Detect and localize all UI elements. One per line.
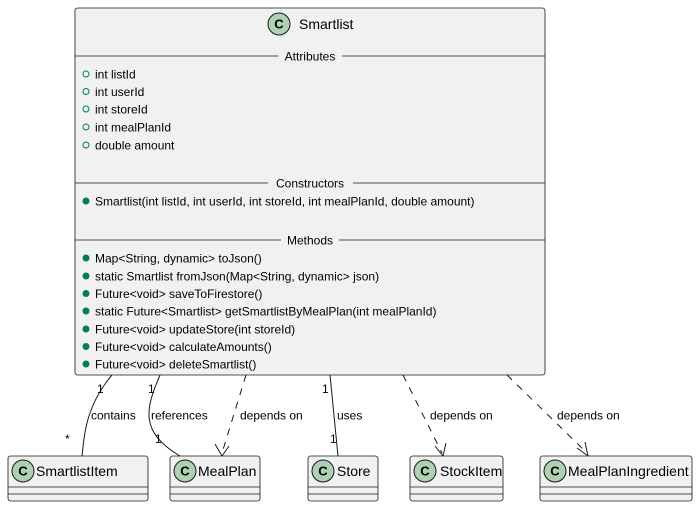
attributes-section-title: Attributes — [285, 50, 336, 64]
class-name: MealPlan — [198, 463, 256, 479]
method-text: static Future<Smartlist> getSmartlistByM… — [95, 305, 436, 319]
relation-label: depends on — [240, 409, 303, 423]
class-stereotype-letter: C — [318, 464, 328, 479]
method-row: Map<String, dynamic> toJson() — [82, 252, 262, 266]
arrow-head-icon — [576, 441, 589, 458]
relation-label: references — [151, 409, 208, 423]
class-stereotype-letter: C — [274, 17, 284, 32]
attribute-text: int mealPlanId — [95, 121, 171, 135]
class-store[interactable]: C Store — [307, 455, 379, 502]
relation-line — [402, 374, 443, 454]
public-visibility-icon — [82, 197, 90, 205]
attribute-text: double amount — [95, 139, 175, 153]
public-visibility-icon — [82, 105, 90, 113]
relation-uses: 1 uses 1 — [322, 374, 362, 457]
class-mealplaningredient[interactable]: C MealPlanIngredient — [539, 455, 693, 502]
class-stockitem[interactable]: C StockItem — [409, 455, 504, 502]
arrow-head-icon — [434, 442, 447, 458]
public-visibility-icon — [82, 70, 90, 78]
class-stereotype-icon — [543, 459, 567, 483]
method-text: Map<String, dynamic> toJson() — [95, 252, 262, 266]
relation-line — [506, 374, 588, 454]
relation-contains: 1 contains * — [65, 374, 136, 457]
attribute-row: int storeId — [82, 103, 148, 117]
public-visibility-icon — [82, 290, 90, 297]
public-visibility-icon — [82, 307, 90, 315]
method-row: Future<void> saveToFirestore() — [82, 287, 262, 301]
target-multiplicity: * — [65, 432, 70, 446]
public-visibility-icon — [82, 88, 90, 95]
method-row: static Smartlist fromJson(Map<String, dy… — [82, 270, 379, 284]
constructors-section-title: Constructors — [276, 177, 344, 191]
constructor-text: Smartlist(int listId, int userId, int st… — [95, 195, 475, 209]
class-stereotype-icon — [311, 459, 335, 483]
source-multiplicity: 1 — [322, 382, 329, 396]
constructor-row: Smartlist(int listId, int userId, int st… — [82, 195, 475, 209]
public-visibility-icon — [82, 272, 90, 280]
public-visibility-icon — [82, 141, 90, 149]
method-text: Future<void> saveToFirestore() — [95, 287, 262, 301]
target-multiplicity: 1 — [330, 432, 337, 446]
class-stereotype-letter: C — [180, 464, 190, 479]
method-row: Future<void> calculateAmounts() — [82, 340, 272, 354]
class-stereotype-icon — [173, 459, 197, 483]
attribute-text: int listId — [95, 68, 136, 82]
class-box — [539, 455, 693, 502]
class-name: Store — [337, 463, 371, 479]
class-name: MealPlanIngredient — [568, 463, 689, 479]
attribute-text: int userId — [95, 85, 144, 99]
method-text: Future<void> updateStore(int storeId) — [95, 323, 295, 337]
target-multiplicity: 1 — [155, 432, 162, 446]
public-visibility-icon — [82, 325, 90, 333]
source-multiplicity: 1 — [148, 382, 155, 396]
relation-label: contains — [91, 409, 136, 423]
public-visibility-icon — [82, 254, 90, 262]
class-smartlist-box — [74, 7, 546, 376]
class-stereotype-letter: C — [18, 464, 28, 479]
class-stereotype-letter: C — [420, 464, 430, 479]
relation-label: depends on — [557, 409, 620, 423]
relation-references: 1 references 1 — [148, 374, 208, 457]
method-row: static Future<Smartlist> getSmartlistByM… — [82, 305, 436, 319]
class-mealplan[interactable]: C MealPlan — [169, 455, 261, 502]
class-stereotype-letter: C — [550, 464, 560, 479]
relation-label: uses — [337, 409, 362, 423]
relation-depends-on-stockitem: depends on — [402, 374, 493, 458]
attribute-row: int mealPlanId — [82, 121, 171, 135]
relation-depends-on-mealplan: depends on — [214, 374, 303, 457]
public-visibility-icon — [82, 360, 90, 368]
attribute-row: int listId — [82, 68, 136, 82]
public-visibility-icon — [82, 123, 90, 131]
method-row: Future<void> deleteSmartlist() — [82, 358, 256, 372]
method-text: Future<void> deleteSmartlist() — [95, 358, 256, 372]
public-visibility-icon — [82, 343, 90, 350]
method-text: Future<void> calculateAmounts() — [95, 340, 272, 354]
source-multiplicity: 1 — [97, 382, 104, 396]
class-smartlistitem[interactable]: C SmartlistItem — [7, 455, 149, 502]
class-name: Smartlist — [299, 16, 354, 32]
relation-line — [329, 374, 339, 457]
method-text: static Smartlist fromJson(Map<String, dy… — [95, 270, 379, 284]
relation-label: depends on — [430, 409, 493, 423]
methods-section-title: Methods — [287, 234, 333, 248]
attribute-row: double amount — [82, 139, 175, 153]
class-smartlist-header: C Smartlist — [267, 12, 354, 36]
class-name: SmartlistItem — [36, 463, 118, 479]
relation-line — [148, 374, 181, 457]
class-stereotype-icon — [11, 459, 35, 483]
class-stereotype-icon — [267, 12, 291, 36]
class-box — [7, 455, 149, 502]
arrow-head-icon — [214, 443, 230, 457]
relation-line — [81, 374, 113, 457]
relation-depends-on-mealplaningredient: depends on — [506, 374, 620, 458]
class-stereotype-icon — [413, 459, 437, 483]
attribute-text: int storeId — [95, 103, 148, 117]
class-smartlist[interactable]: C Smartlist Attributes int listId int us… — [74, 7, 546, 376]
attribute-row: int userId — [82, 85, 144, 99]
class-name: StockItem — [440, 463, 502, 479]
method-row: Future<void> updateStore(int storeId) — [82, 323, 295, 337]
